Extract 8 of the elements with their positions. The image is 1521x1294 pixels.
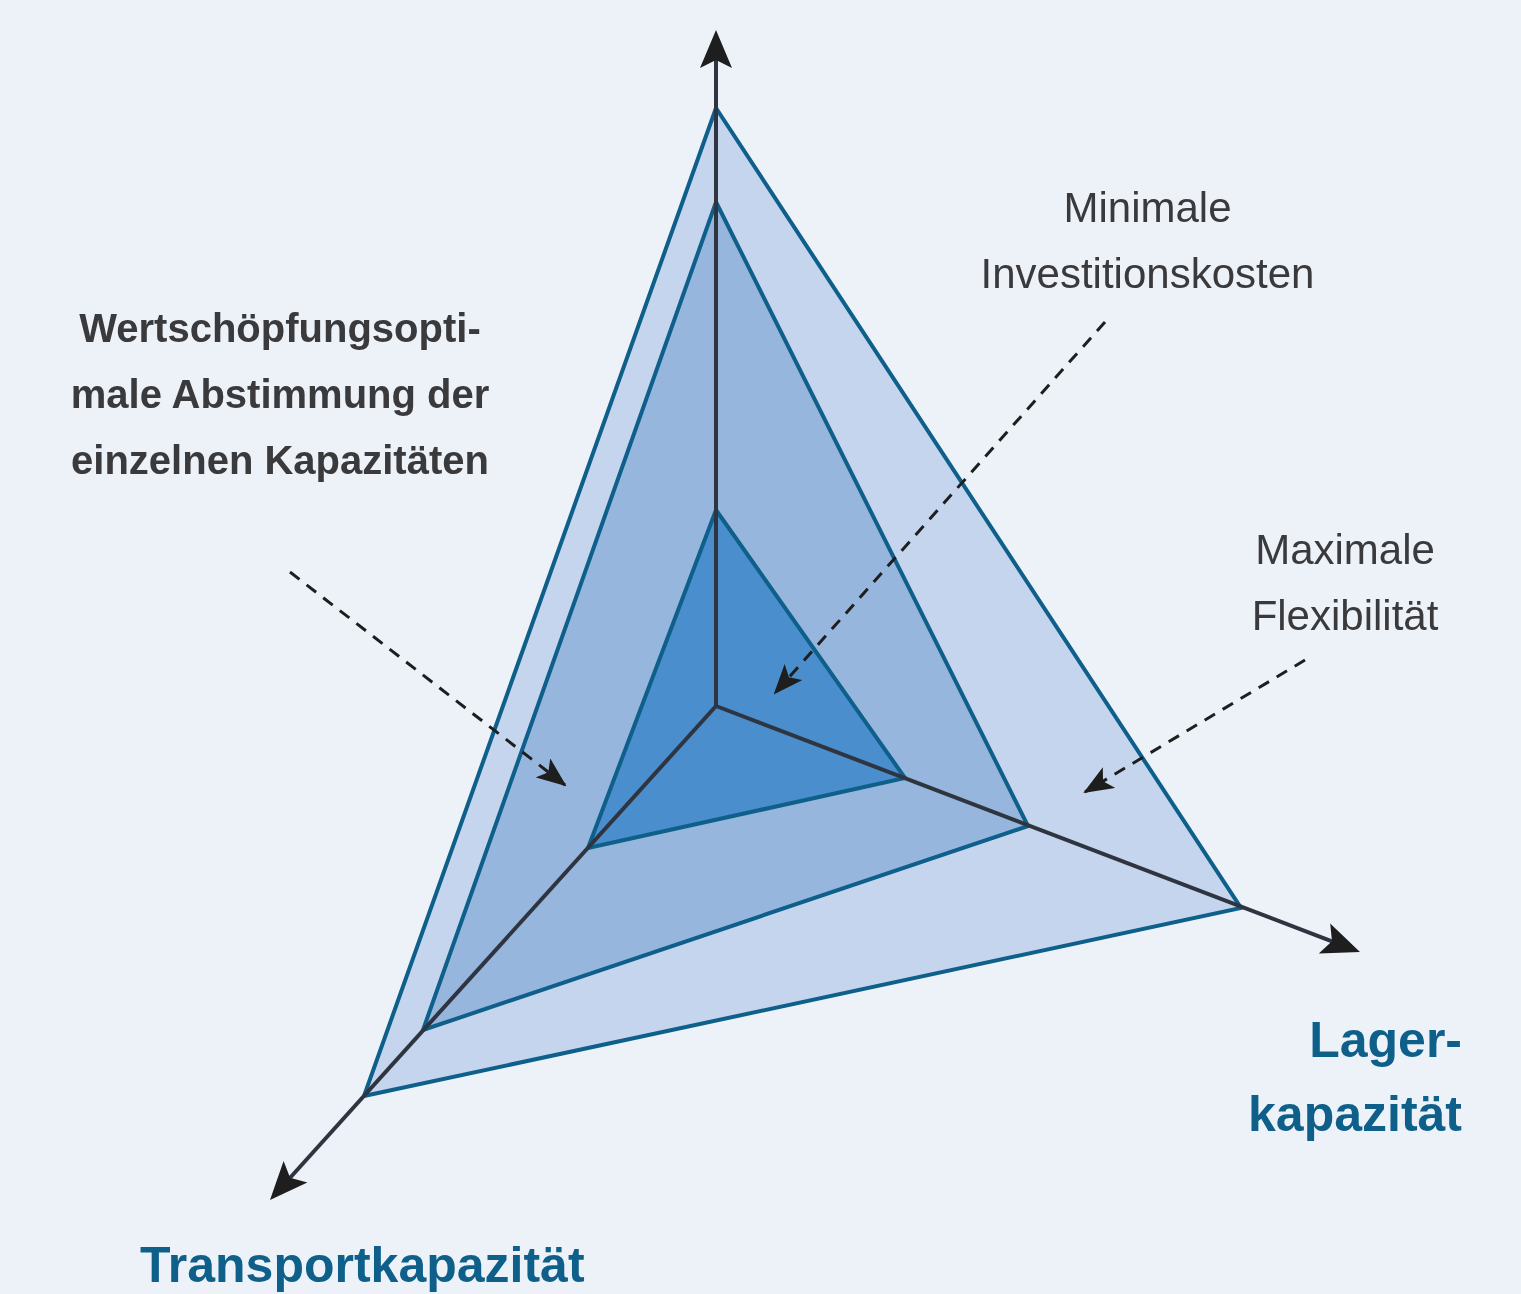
- leader-arrow: [1083, 658, 1306, 794]
- axis-label: Lager- kapazität: [1247, 1011, 1462, 1144]
- leader-arrow: [289, 570, 567, 787]
- annotation-text: Maximale Flexibilität: [1250, 525, 1440, 641]
- leader-arrow: [773, 321, 1107, 695]
- axis-label: Transportkapazität: [140, 1236, 586, 1294]
- annotation-text: Wertschöpfungsopti- male Abstimmung der einzelnen Kapazitäten: [70, 305, 490, 484]
- annotation-text: Minimale Investitionskosten: [979, 183, 1316, 299]
